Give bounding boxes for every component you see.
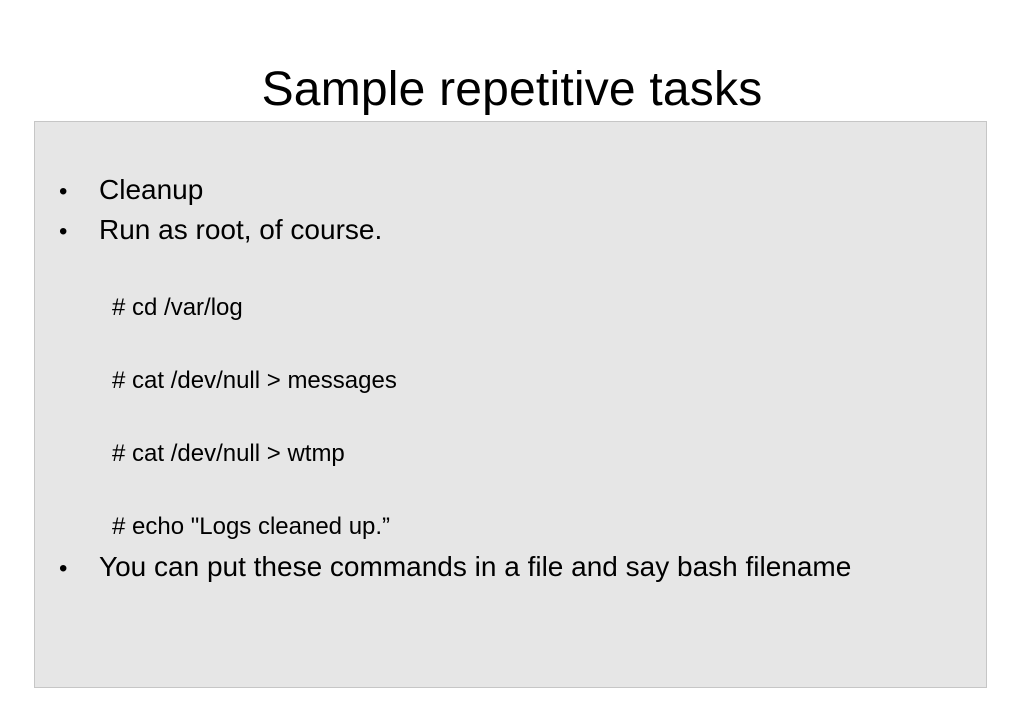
bullet-item-bash-file: • You can put these commands in a file a… — [59, 549, 851, 587]
content-box: • Cleanup • Run as root, of course. # cd… — [34, 121, 987, 688]
bullet-icon: • — [59, 218, 68, 245]
command-line: # echo "Logs cleaned up.” — [112, 513, 391, 540]
bullet-icon: • — [59, 178, 68, 205]
command-line: # cd /var/log — [112, 294, 243, 321]
bullet-text: Run as root, of course. — [99, 214, 383, 245]
bullet-text: You can put these commands in a file and… — [99, 551, 852, 582]
slide-title: Sample repetitive tasks — [261, 63, 763, 116]
bullet-item-cleanup: • Cleanup — [59, 172, 203, 210]
bullet-item-run-as-root: • Run as root, of course. — [59, 212, 382, 250]
command-line: # cat /dev/null > messages — [112, 367, 397, 394]
bullet-text: Cleanup — [99, 174, 204, 205]
bullet-icon: • — [59, 555, 68, 582]
command-line: # cat /dev/null > wtmp — [112, 440, 345, 467]
